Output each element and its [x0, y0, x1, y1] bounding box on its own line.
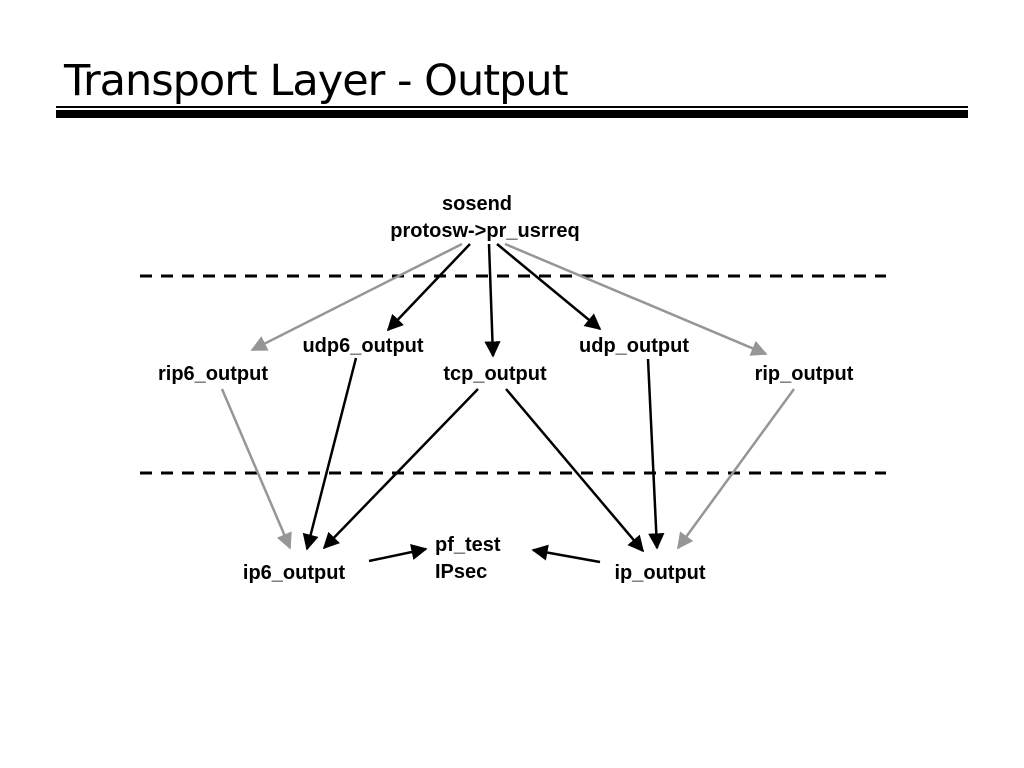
edge-udp6-output-to-ip6-output-arrow	[302, 357, 358, 551]
node-rip6-output: rip6_output	[158, 363, 268, 385]
node-tcp-output: tcp_output	[443, 363, 547, 385]
node-sosend-line1: sosend	[442, 193, 512, 215]
edge-tcp-output-to-ip6-output-arrow	[322, 388, 479, 550]
edge-ip-output-to-pf-test-arrow	[531, 544, 601, 564]
slide-title: Transport Layer - Output	[64, 56, 569, 106]
node-udp-output: udp_output	[579, 335, 689, 357]
edge-udp-output-to-ip-output-arrow	[646, 358, 665, 550]
edge-sosend-to-udp6-output-arrow	[386, 243, 471, 332]
title-rule	[56, 110, 968, 118]
edge-tcp-output-to-ip-output-arrow	[505, 388, 645, 553]
edge-ip6-output-to-pf-test-arrow	[368, 544, 428, 563]
node-sosend-line2: protosw->pr_usrreq	[390, 220, 579, 242]
node-ip6-output: ip6_output	[243, 562, 346, 584]
edge-sosend-to-udp-output-arrow	[496, 243, 602, 331]
edge-sosend-to-rip6-output-arrow	[250, 242, 463, 352]
edge-sosend-to-rip-output-arrow	[504, 242, 768, 356]
title-underline	[56, 106, 968, 108]
node-ip-output: ip_output	[614, 562, 705, 584]
node-pf-test-line2: IPsec	[435, 561, 487, 583]
node-pf-test-line1: pf_test	[435, 534, 501, 556]
edge-rip-output-to-ip-output-arrow	[676, 388, 796, 550]
edge-rip6-output-to-ip6-output-arrow	[220, 388, 292, 550]
edge-sosend-to-tcp-output-arrow	[484, 243, 501, 358]
node-rip-output: rip_output	[755, 363, 854, 385]
node-udp6-output: udp6_output	[302, 335, 423, 357]
